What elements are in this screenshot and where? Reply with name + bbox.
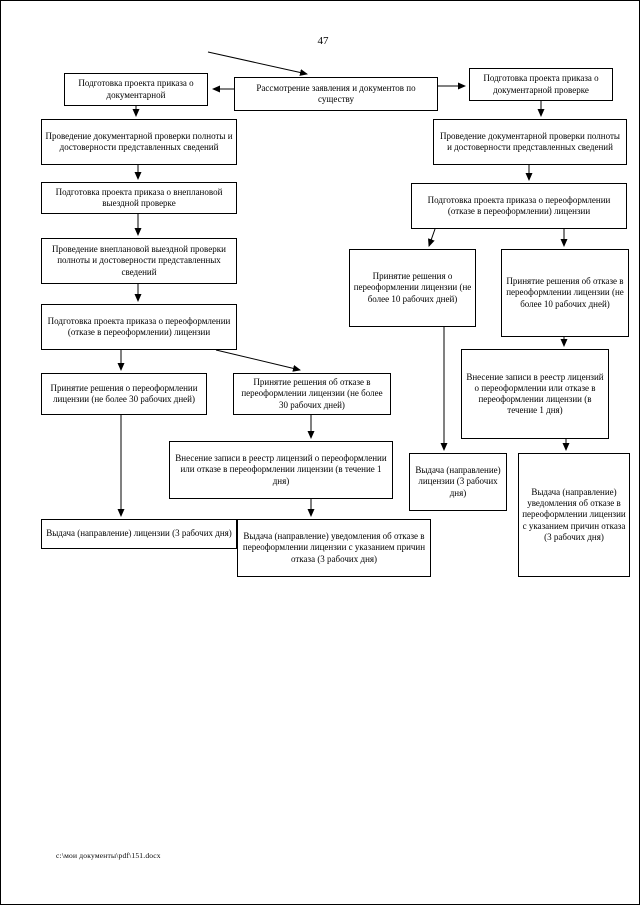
node-review-application: Рассмотрение заявления и документов по с… <box>234 77 438 111</box>
node-right-issue-refusal-notice: Выдача (направление) уведомления об отка… <box>518 453 630 577</box>
node-left-draft-order-reissue: Подготовка проекта приказа о переоформле… <box>41 304 237 350</box>
arrow-r3-r4a <box>428 228 436 247</box>
node-right-draft-order-documentary: Подготовка проекта приказа о документарн… <box>469 68 613 101</box>
arrow-into-review <box>207 51 308 76</box>
node-left-issue-refusal-notice: Выдача (направление) уведомления об отка… <box>237 519 431 577</box>
node-right-documentary-check: Проведение документарной проверки полнот… <box>433 119 627 165</box>
node-right-draft-order-reissue: Подготовка проекта приказа о переоформле… <box>411 183 627 229</box>
page-number: 47 <box>317 35 329 47</box>
node-left-decision-refusal: Принятие решения об отказе в переоформле… <box>233 373 391 415</box>
node-left-documentary-check: Проведение документарной проверки полнот… <box>41 119 237 165</box>
node-left-registry-entry: Внесение записи в реестр лицензий о пере… <box>169 441 393 499</box>
node-right-registry-entry: Внесение записи в реестр лицензий о пере… <box>461 349 609 439</box>
node-left-draft-order-documentary: Подготовка проекта приказа о документарн… <box>64 73 208 106</box>
node-right-decision-refusal: Принятие решения об отказе в переоформле… <box>501 249 629 337</box>
node-left-issue-license: Выдача (направление) лицензии (3 рабочих… <box>41 519 237 549</box>
arrow-l5-l6b <box>215 349 301 372</box>
footer-file-path: с:\мои документы\pdf\151.docx <box>56 851 161 860</box>
node-left-field-check: Проведение внеплановой выездной проверки… <box>41 238 237 284</box>
node-left-decision-reissue: Принятие решения о переоформлении лиценз… <box>41 373 207 415</box>
node-right-issue-license: Выдача (направление) лицензии (3 рабочих… <box>409 453 507 511</box>
node-left-draft-order-field-check: Подготовка проекта приказа о внеплановой… <box>41 182 237 214</box>
node-right-decision-reissue: Принятие решения о переоформлении лиценз… <box>349 249 476 327</box>
